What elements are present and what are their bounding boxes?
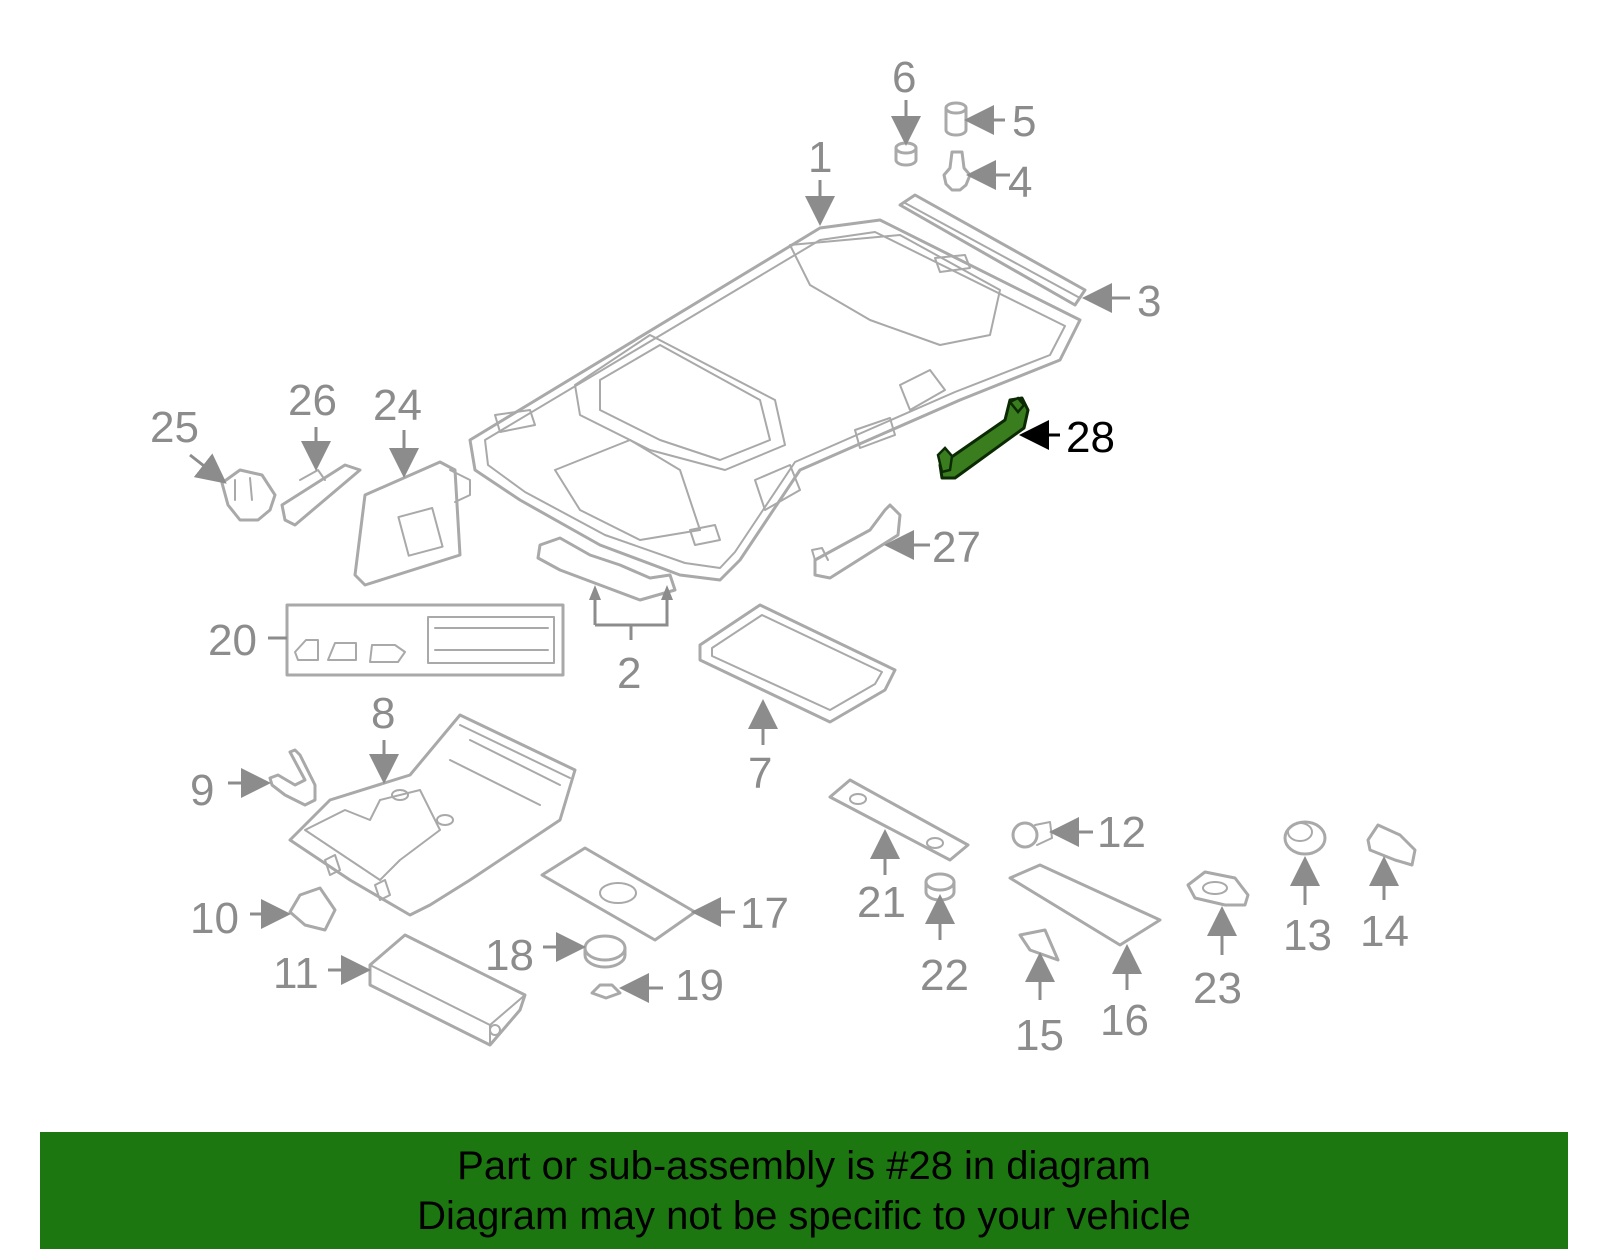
callout-11: 11 (273, 949, 319, 998)
grab-handle-part-27 (811, 503, 902, 580)
callout-8: 8 (371, 689, 395, 738)
button-part-19 (590, 983, 622, 1000)
wire-part-9 (268, 748, 317, 807)
callout-14: 14 (1360, 907, 1409, 956)
callout-23: 23 (1193, 964, 1242, 1013)
strip-part-21 (828, 778, 970, 862)
bracket-part-25 (220, 468, 277, 522)
callout-9: 9 (190, 766, 214, 815)
callout-22: 22 (920, 951, 969, 1000)
callout-19: 19 (675, 961, 724, 1010)
strip-part-16 (1008, 863, 1162, 947)
clip-part-4 (942, 150, 972, 192)
sunroof-frame-part-7 (698, 603, 897, 724)
callout-26: 26 (288, 376, 337, 425)
plug-part-13 (1283, 820, 1327, 856)
banner-line-2: Diagram may not be specific to your vehi… (417, 1193, 1191, 1238)
headliner-part-1 (468, 218, 1082, 582)
callout-17: 17 (740, 889, 789, 938)
sun-visor-part-24 (353, 460, 471, 587)
callout-21: 21 (857, 878, 906, 927)
callout-12: 12 (1097, 808, 1146, 857)
pad-part-17 (540, 846, 697, 942)
callout-13: 13 (1283, 911, 1332, 960)
callout-4: 4 (1008, 158, 1032, 207)
parts-diagram: 1 2 3 4 5 6 7 8 9 10 11 12 13 14 15 16 1… (150, 53, 1417, 1060)
callout-15: 15 (1015, 1011, 1064, 1060)
cap-part-22 (924, 872, 956, 902)
leader-lines (189, 100, 1399, 1003)
callout-3: 3 (1137, 277, 1161, 326)
callout-24: 24 (373, 381, 422, 430)
callout-10: 10 (190, 894, 239, 943)
callout-5: 5 (1012, 97, 1036, 146)
callout-25: 25 (150, 403, 199, 452)
disc-part-18 (583, 934, 627, 969)
box-part-11 (368, 933, 527, 1047)
kit-box-part-20 (285, 603, 565, 677)
console-part-8 (288, 713, 577, 917)
callout-7: 7 (748, 749, 772, 798)
grab-handle-part-28-highlighted[interactable] (936, 396, 1030, 480)
callout-28-highlighted: 28 (1066, 413, 1115, 462)
grommet-part-6 (894, 141, 918, 167)
callout-6: 6 (892, 53, 916, 102)
cap-part-5 (944, 101, 968, 137)
callout-numbers: 1 2 3 4 5 6 7 8 9 10 11 12 13 14 15 16 1… (150, 53, 1409, 1060)
callout-2: 2 (617, 649, 641, 698)
block-part-14 (1366, 823, 1417, 867)
callout-1: 1 (808, 133, 832, 182)
pad-part-15 (1018, 928, 1060, 962)
info-banner: Part or sub-assembly is #28 in diagram D… (40, 1132, 1568, 1249)
banner-line-1: Part or sub-assembly is #28 in diagram (457, 1143, 1151, 1188)
bracket-part-2 (536, 536, 677, 602)
mirror-cover-part-26 (280, 463, 362, 527)
clip-part-12 (1011, 821, 1053, 849)
callout-20: 20 (208, 616, 257, 665)
clip-part-10 (288, 886, 337, 932)
callout-18: 18 (485, 931, 534, 980)
callout-16: 16 (1100, 996, 1149, 1045)
ring-part-23 (1186, 870, 1250, 907)
callout-27: 27 (932, 523, 981, 572)
